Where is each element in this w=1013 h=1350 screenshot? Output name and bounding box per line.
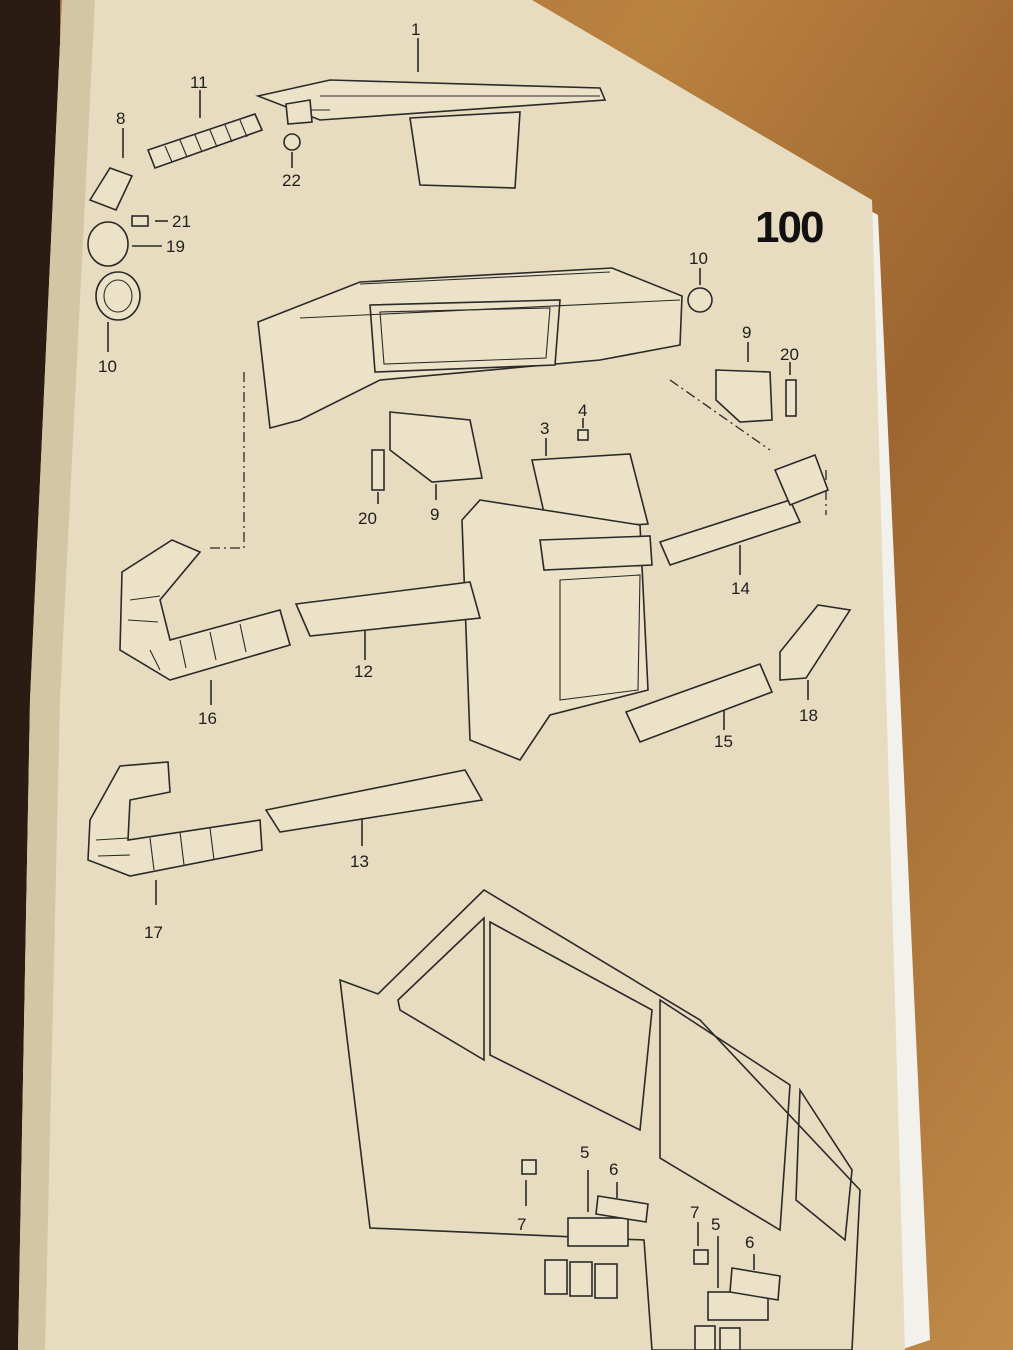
label-6-left: 6 <box>609 1160 618 1179</box>
page-gutter-shade <box>18 0 95 1350</box>
part-3-control-unit <box>531 453 650 531</box>
part-4-bulb <box>577 429 589 441</box>
catalog-page <box>18 0 905 1350</box>
label-5-right: 5 <box>711 1215 720 1234</box>
label-18: 18 <box>799 706 818 725</box>
part-7-bulb-left <box>521 1159 537 1175</box>
part-13-duct <box>264 769 484 833</box>
label-5-left: 5 <box>580 1143 589 1162</box>
door-panel <box>339 888 861 1350</box>
part-7-bulb-right <box>693 1249 709 1265</box>
heater-box <box>461 499 653 761</box>
label-6-right: 6 <box>745 1233 754 1252</box>
connector-line-left <box>210 372 245 549</box>
part-21-clip <box>131 215 149 227</box>
part-19-ring <box>87 221 129 267</box>
label-16: 16 <box>198 709 217 728</box>
part-10-vent-left <box>95 271 141 321</box>
label-12: 12 <box>354 662 373 681</box>
part-15-duct <box>624 662 774 744</box>
label-10-right: 10 <box>689 249 708 268</box>
part-14-duct <box>658 499 802 566</box>
part-10-vent-right <box>687 287 713 313</box>
label-7-right: 7 <box>690 1203 699 1222</box>
label-20-left: 20 <box>358 509 377 528</box>
label-14: 14 <box>731 579 750 598</box>
label-7-left: 7 <box>517 1215 526 1234</box>
label-11: 11 <box>190 73 208 92</box>
label-4: 4 <box>578 401 587 420</box>
part-20-clip-left <box>371 449 385 491</box>
part-20-clip-right <box>785 379 797 417</box>
switch-assembly-right <box>694 1267 781 1350</box>
part-22-clip <box>283 133 301 151</box>
dashboard <box>257 267 683 430</box>
label-1: 1 <box>411 20 420 39</box>
part-11-hose <box>146 113 264 170</box>
page-number: 100 <box>755 203 823 252</box>
label-13: 13 <box>350 852 369 871</box>
part-9-vent-left <box>389 411 483 483</box>
part-1-defroster-duct <box>255 79 607 189</box>
switch-assembly-left <box>544 1195 649 1299</box>
label-20-right: 20 <box>780 345 799 364</box>
label-9-left: 9 <box>430 505 439 524</box>
label-19: 19 <box>166 237 185 256</box>
label-22: 22 <box>282 171 301 190</box>
part-9-vent-right <box>715 369 773 423</box>
label-21: 21 <box>172 212 191 231</box>
connector-line-right <box>669 379 771 451</box>
part-8-elbow <box>88 167 134 212</box>
part-12-duct <box>294 581 482 637</box>
label-15: 15 <box>714 732 733 751</box>
part-18-elbow <box>779 604 852 681</box>
label-3: 3 <box>540 419 549 438</box>
part-17-hose <box>87 761 263 877</box>
label-9-right: 9 <box>742 323 751 342</box>
label-17: 17 <box>144 923 163 942</box>
part-16-hose <box>119 539 291 681</box>
label-10-left: 10 <box>98 357 117 376</box>
label-8: 8 <box>116 109 125 128</box>
